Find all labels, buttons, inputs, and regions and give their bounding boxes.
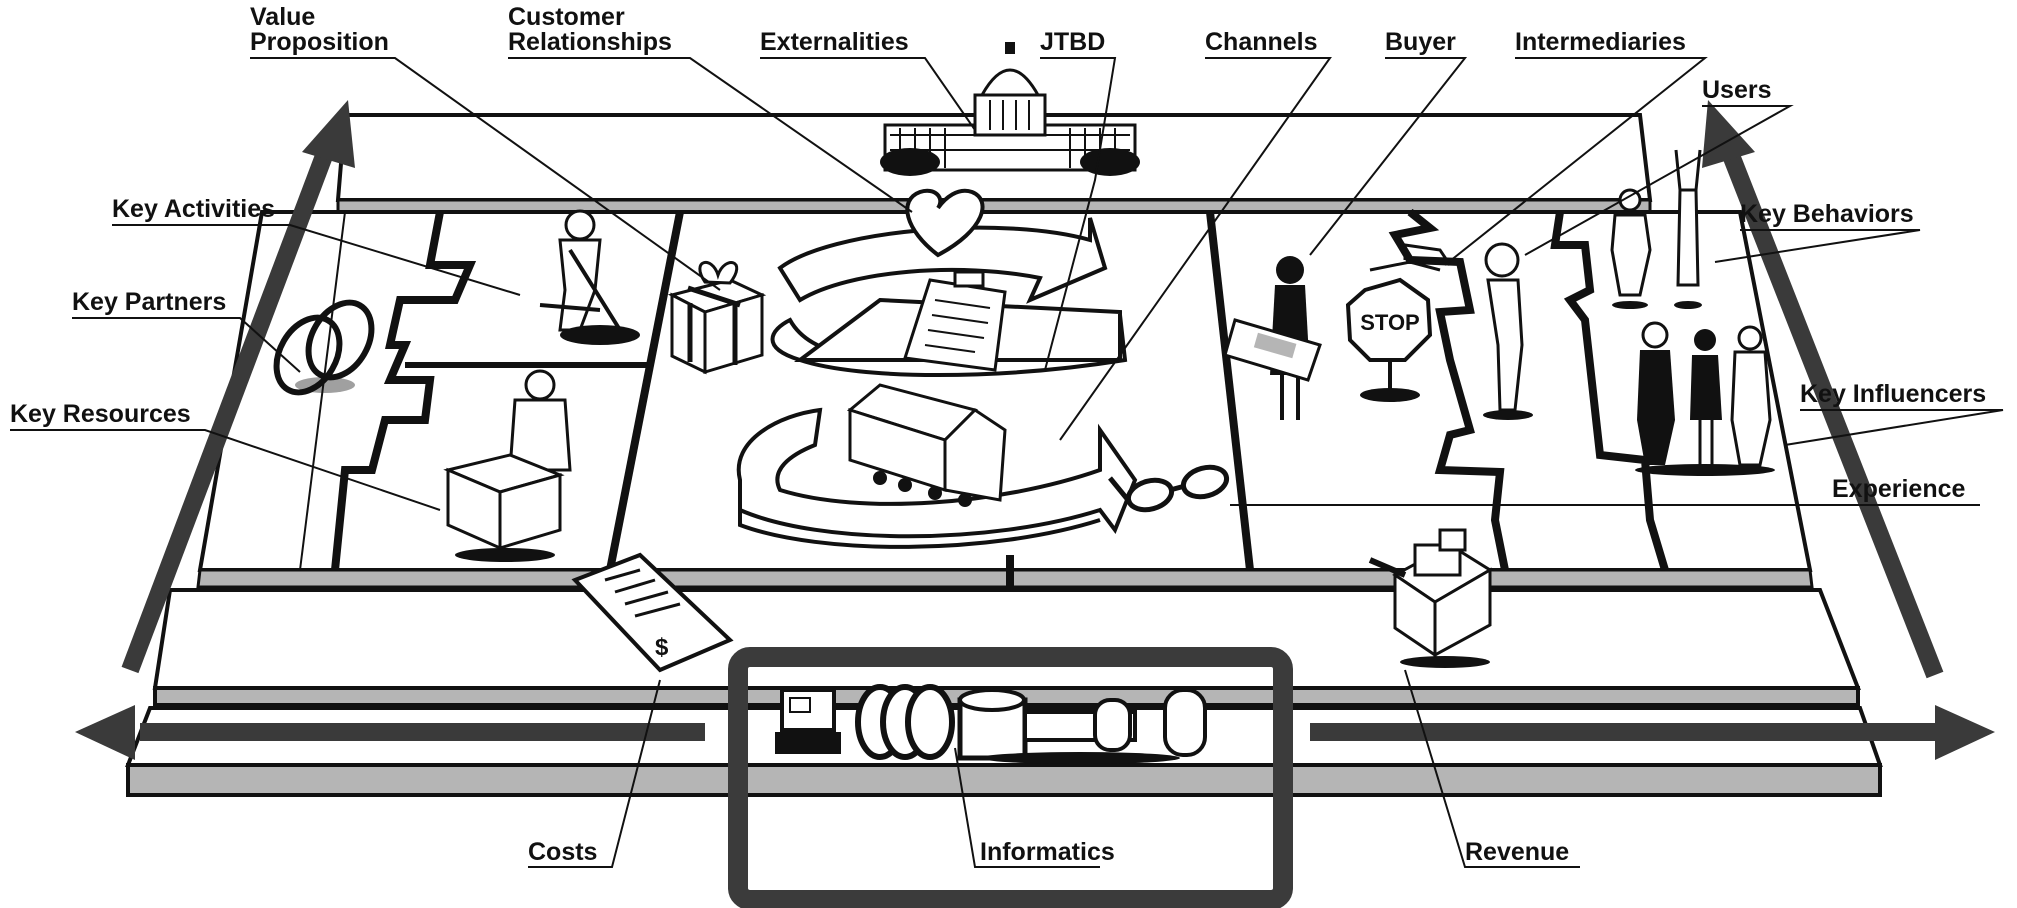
worker-packing-box-icon	[443, 369, 572, 562]
label-users: Users	[1702, 76, 1772, 104]
stop-sign-icon: STOP	[1345, 243, 1452, 402]
clipboard-icon	[903, 270, 1007, 372]
label-experience: Experience	[1832, 475, 1966, 503]
label-key-partners: Key Partners	[72, 288, 226, 316]
person-holding-money-icon	[1223, 256, 1322, 420]
heart-icon	[905, 188, 985, 258]
cash-register-icon	[1368, 528, 1493, 668]
chain-links-icon	[273, 299, 375, 396]
label-jtbd: JTBD	[1040, 28, 1105, 56]
label-intermediaries: Intermediaries	[1515, 28, 1686, 56]
stop-sign-text: STOP	[1360, 310, 1420, 335]
label-externalities: Externalities	[760, 28, 909, 56]
label-buyer: Buyer	[1385, 28, 1456, 56]
diagram-labels: Value Proposition Customer Relationships…	[10, 3, 2003, 866]
eyeglasses-icon	[1108, 464, 1230, 513]
label-key-influencers: Key Influencers	[1800, 380, 1986, 408]
group-of-people-icon	[1635, 321, 1775, 476]
stretching-people-icon	[1610, 149, 1702, 309]
capitol-building-icon	[880, 42, 1140, 176]
svg-text:$: $	[655, 634, 669, 661]
label-value-proposition-1: Value	[250, 3, 315, 31]
worker-shoveling-icon	[539, 209, 640, 345]
label-informatics: Informatics	[980, 838, 1115, 866]
invoice-document-icon: $	[571, 552, 734, 673]
standing-person-icon	[1483, 242, 1533, 420]
label-revenue: Revenue	[1465, 838, 1569, 866]
label-channels: Channels	[1205, 28, 1318, 56]
gift-box-icon	[667, 260, 767, 375]
label-customer-relationships-1: Customer	[508, 3, 625, 31]
label-costs: Costs	[528, 838, 597, 866]
value-cycle-arrows	[736, 217, 1138, 549]
label-value-proposition-2: Proposition	[250, 28, 389, 56]
label-key-resources: Key Resources	[10, 400, 191, 428]
delivery-truck-icon	[846, 383, 1007, 507]
label-customer-relationships-2: Relationships	[508, 28, 672, 56]
label-key-activities: Key Activities	[112, 195, 275, 223]
label-key-behaviors: Key Behaviors	[1740, 200, 1914, 228]
informatics-highlight-frame	[728, 647, 1293, 908]
computer-terminal-icon	[775, 688, 841, 754]
industrial-pipeline-icon	[855, 684, 1207, 764]
